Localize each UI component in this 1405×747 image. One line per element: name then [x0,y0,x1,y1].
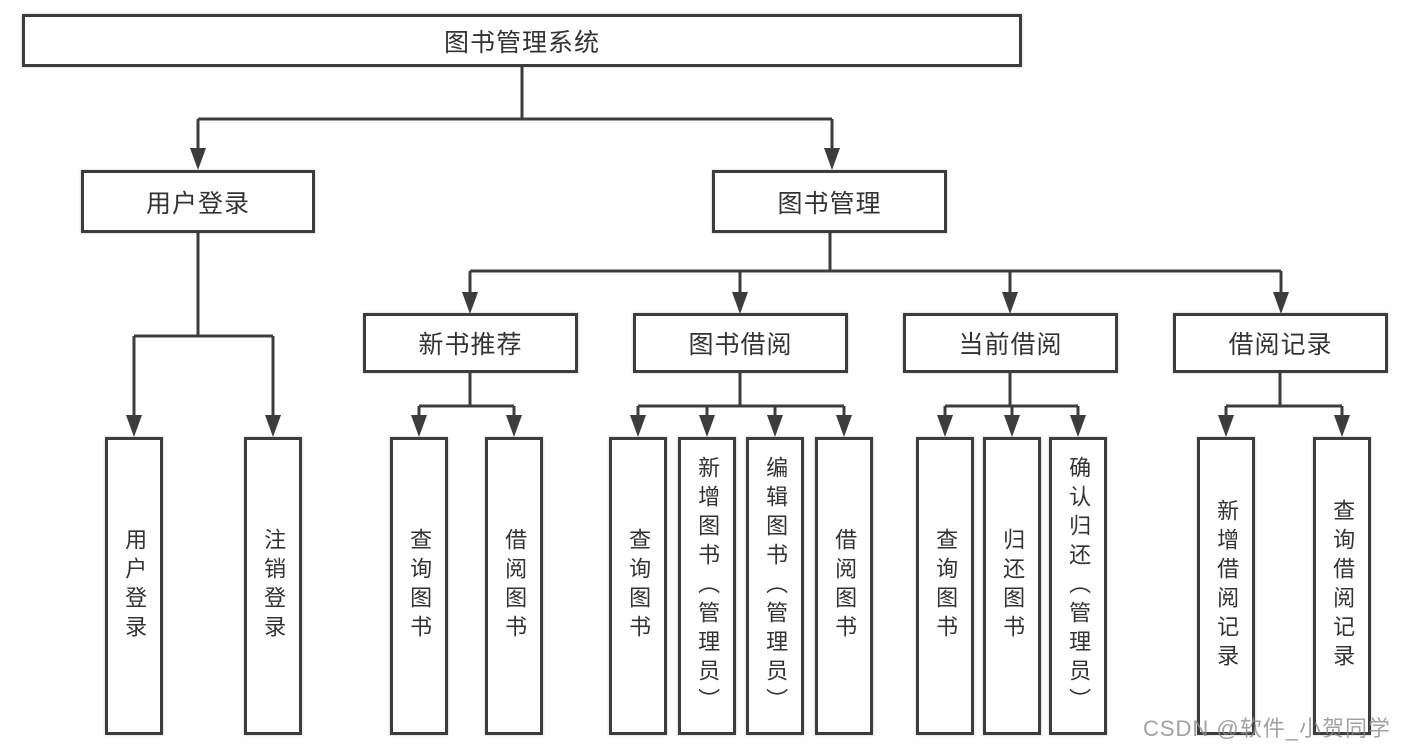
arrow-down-icon [265,415,281,437]
leaf-user-login: 用户登录 [105,437,163,735]
node-borrow-record-label: 借阅记录 [1228,331,1333,359]
node-user-login-label: 用户登录 [145,189,250,218]
arrow-down-icon [411,415,427,437]
node-root-label: 图书管理系统 [443,28,600,57]
arrow-down-icon [767,415,783,437]
arrow-down-icon [732,292,748,314]
leaf-return-books: 归还图书 [983,437,1041,735]
node-current-borrow-label: 当前借阅 [958,331,1063,359]
connector-root [196,67,834,152]
connector-new-book-rec [417,373,516,420]
leaf-borrow-books-label: 借阅图书 [832,528,858,644]
leaf-user-login-label: 用户登录 [122,528,148,644]
leaf-return-books-label: 归还图书 [1000,528,1026,644]
arrow-down-icon [699,415,715,437]
arrow-down-icon [630,415,646,437]
node-book-mgmt-label: 图书管理 [777,189,882,218]
leaf-borrow-books-recommend: 借阅图书 [485,437,543,735]
arrow-down-icon [836,415,852,437]
arrow-down-icon [190,148,206,170]
leaf-query-books-recommend: 查询图书 [390,437,448,735]
node-root: 图书管理系统 [22,14,1022,67]
leaf-query-books-borrow-label: 查询图书 [626,528,652,644]
leaf-query-books-recommend-label: 查询图书 [407,528,433,644]
arrow-down-icon [937,415,953,437]
arrow-down-icon [462,292,478,314]
node-book-borrow-label: 图书借阅 [688,331,793,359]
leaf-query-books-current: 查询图书 [916,437,974,735]
leaf-confirm-return-admin-label: 确认归还（管理员） [1066,455,1092,717]
leaf-edit-book-admin: 编辑图书（管理员） [746,437,804,735]
leaf-borrow-books-recommend-label: 借阅图书 [502,528,528,644]
leaf-add-borrow-record: 新增借阅记录 [1197,437,1255,735]
leaf-query-borrow-record-label: 查询借阅记录 [1330,499,1356,673]
leaf-logout-label: 注销登录 [261,528,287,644]
connector-book-mgmt [468,233,1283,297]
leaf-confirm-return-admin: 确认归还（管理员） [1049,437,1107,735]
leaf-add-book-admin-label: 新增图书（管理员） [695,455,721,717]
connector-borrow-record [1224,373,1344,420]
watermark: CSDN @软件_小贺同学 [1142,716,1391,741]
node-user-login: 用户登录 [81,170,315,233]
arrow-down-icon [1334,415,1350,437]
leaf-add-book-admin: 新增图书（管理员） [678,437,736,735]
leaf-query-books-borrow: 查询图书 [609,437,667,735]
arrow-down-icon [1070,415,1086,437]
leaf-query-borrow-record: 查询借阅记录 [1313,437,1371,735]
connector-user-login [132,233,275,420]
leaf-borrow-books: 借阅图书 [815,437,873,735]
leaf-logout: 注销登录 [244,437,302,735]
leaf-add-borrow-record-label: 新增借阅记录 [1214,499,1240,673]
leaf-edit-book-admin-label: 编辑图书（管理员） [763,455,789,717]
arrow-down-icon [126,415,142,437]
arrow-down-icon [506,415,522,437]
leaf-query-books-current-label: 查询图书 [933,528,959,644]
node-new-book-rec: 新书推荐 [363,313,578,373]
arrow-down-icon [1002,292,1018,314]
node-new-book-rec-label: 新书推荐 [418,331,523,359]
node-current-borrow: 当前借阅 [903,313,1118,373]
arrow-down-icon [824,148,840,170]
node-book-mgmt: 图书管理 [712,170,947,233]
arrow-down-icon [1004,415,1020,437]
arrow-down-icon [1218,415,1234,437]
connector-current-borrow [943,373,1080,420]
connector-book-borrow [636,373,846,420]
node-borrow-record: 借阅记录 [1173,313,1388,373]
node-book-borrow: 图书借阅 [633,313,848,373]
arrow-down-icon [1273,292,1289,314]
